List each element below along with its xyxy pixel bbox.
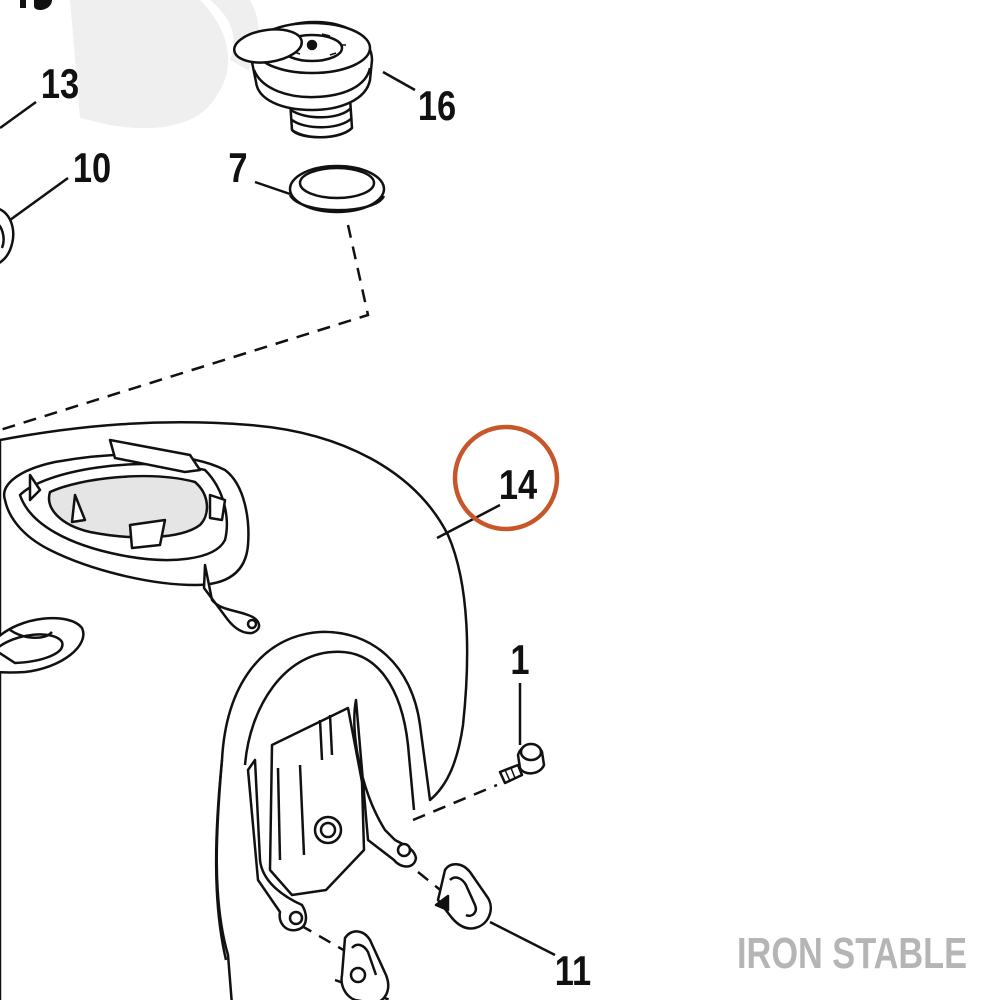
watermark-text: IRON STABLE	[737, 929, 967, 978]
callout-1: 1	[510, 637, 529, 684]
fuel-cap-part-16	[233, 20, 374, 139]
callout-13: 13	[41, 61, 79, 108]
gasket-ring-part-7	[288, 164, 386, 214]
filler-flange	[2, 438, 261, 635]
clip-part-11-upper	[434, 863, 492, 930]
callout-14: 14	[499, 462, 538, 509]
leader-lines	[0, 70, 556, 957]
cropped-callout-fragment	[20, 0, 52, 10]
part-10-fragment	[0, 208, 15, 264]
bolt-part-1	[498, 742, 546, 785]
callout-7: 7	[228, 145, 247, 192]
clip-part-11-lower	[340, 930, 390, 1000]
tank-drain-hole	[0, 616, 85, 674]
callout-10: 10	[73, 145, 111, 192]
callout-16: 16	[418, 83, 456, 130]
callout-11: 11	[555, 948, 591, 995]
background-logo-mark	[60, 0, 259, 129]
highlight-circle	[452, 424, 560, 532]
